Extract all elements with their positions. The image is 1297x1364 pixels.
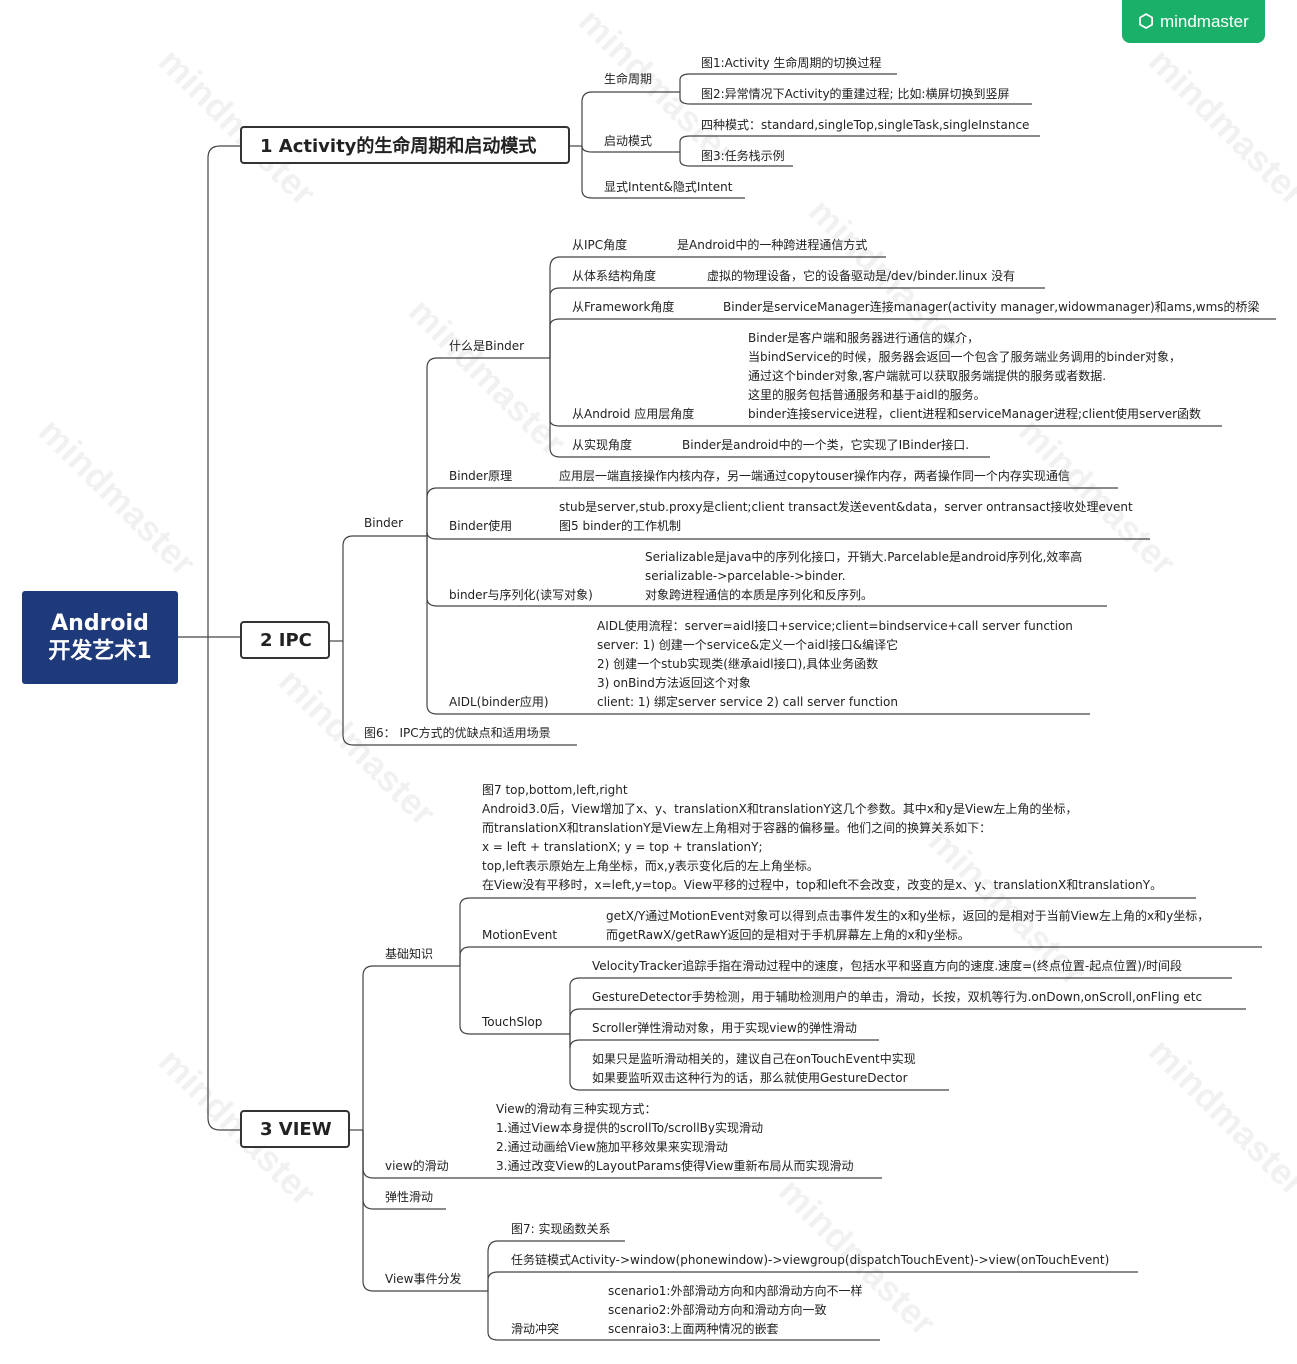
node-view-scrolling[interactable]: view的滑动 [385, 1159, 449, 1173]
node-binder[interactable]: Binder [364, 516, 404, 530]
node-scrolling-line[interactable]: 1.通过View本身提供的scrollTo/scrollBy实现滑动 [496, 1121, 763, 1135]
node-scroller[interactable]: Scroller弹性滑动对象，用于实现view的弹性滑动 [592, 1021, 857, 1035]
node-from-impl-desc[interactable]: Binder是android中的一个类，它实现了IBinder接口. [682, 438, 970, 452]
node-aidl-line[interactable]: AIDL使用流程：server=aidl接口+service;client=bi… [597, 619, 1073, 633]
root-title-line2: 开发艺术1 [48, 638, 152, 664]
mindmaster-logo: ⬡ mindmaster [1122, 0, 1265, 43]
node-serial-line[interactable]: 对象跨进程通信的本质是序列化和反序列。 [645, 588, 874, 602]
node-fig2[interactable]: 图2:异常情况下Activity的重建过程; 比如:横屏切换到竖屏 [701, 87, 1010, 101]
node-conflict-line[interactable]: scenraio3:上面两种情况的嵌套 [608, 1322, 779, 1336]
node-fig1[interactable]: 图1:Activity 生命周期的切换过程 [701, 56, 882, 70]
root-title-line1: Android [51, 610, 149, 636]
node-from-arch-desc[interactable]: 虚拟的物理设备，它的设备驱动是/dev/binder.linux 没有 [707, 269, 1016, 283]
node-from-framework-desc[interactable]: Binder是serviceManager连接manager(activity … [723, 300, 1260, 314]
node-elastic-scroll[interactable]: 弹性滑动 [385, 1190, 434, 1204]
node-basics-line[interactable]: 而translationX和translationY是View左上角相对于容器的… [482, 821, 992, 835]
node-basics-line[interactable]: top,left表示原始左上角坐标，而x,y表示变化后的左上角坐标。 [482, 859, 819, 873]
node-from-impl[interactable]: 从实现角度 [572, 438, 633, 452]
node-event-dispatch[interactable]: View事件分发 [385, 1272, 462, 1286]
node-scrolling-line[interactable]: 2.通过动画给View施加平移效果来实现滑动 [496, 1140, 728, 1154]
topic-view-title: 3 VIEW [260, 1118, 332, 1140]
node-from-app-line[interactable]: binder连接service进程，client进程和serviceManage… [748, 407, 1202, 421]
node-intent[interactable]: 显式Intent&隐式Intent [604, 180, 733, 194]
node-binder-serial[interactable]: binder与序列化(读写对象) [449, 588, 593, 602]
node-from-app-line[interactable]: Binder是客户端和服务器进行通信的媒介， [748, 331, 980, 345]
node-what-binder[interactable]: 什么是Binder [449, 339, 525, 353]
node-from-app-line[interactable]: 通过这个binder对象,客户端就可以获取服务端提供的服务或者数据. [748, 369, 1107, 383]
node-basics[interactable]: 基础知识 [385, 947, 434, 961]
node-advice-line[interactable]: 如果只是监听滑动相关的，建议自己在onTouchEvent中实现 [592, 1052, 916, 1066]
node-binder-principle[interactable]: Binder原理 [449, 469, 513, 483]
node-velocitytracker[interactable]: VelocityTracker追踪手指在滑动过程中的速度，包括水平和竖直方向的速… [592, 959, 1182, 973]
topic-ipc-title: 2 IPC [260, 629, 312, 651]
topic-activity-title: 1 Activity的生命周期和启动模式 [260, 136, 537, 157]
node-from-ipc-desc[interactable]: 是Android中的一种跨进程通信方式 [677, 238, 868, 252]
node-basics-line[interactable]: x = left + translationX; y = top + trans… [482, 840, 763, 854]
node-binder-principle-desc[interactable]: 应用层一端直接操作内核内存，另一端通过copytouser操作内存，两者操作同一… [559, 469, 1070, 483]
node-motion-line[interactable]: 而getRawX/getRawY返回的是相对于手机屏幕左上角的x和y坐标。 [606, 928, 970, 942]
root-node[interactable]: Android 开发艺术1 [22, 591, 178, 684]
node-four-modes[interactable]: 四种模式：standard,singleTop,singleTask,singl… [701, 118, 1030, 132]
node-from-framework[interactable]: 从Framework角度 [572, 300, 675, 314]
topic-view[interactable]: 3 VIEW [240, 1110, 350, 1148]
node-lifecycle[interactable]: 生命周期 [604, 72, 653, 86]
node-fig6[interactable]: 图6： IPC方式的优缺点和适用场景 [364, 726, 551, 740]
node-aidl-line[interactable]: 2) 创建一个stub实现类(继承aidl接口),具体业务函数 [597, 657, 879, 671]
mindmaster-logo-icon: ⬡ [1138, 11, 1154, 31]
node-aidl-line[interactable]: client: 1) 绑定server service 2) call serv… [597, 695, 898, 709]
node-from-ipc[interactable]: 从IPC角度 [572, 238, 628, 252]
node-scroll-conflict[interactable]: 滑动冲突 [511, 1322, 560, 1336]
node-binder-usage-line[interactable]: stub是server,stub.proxy是client;client tra… [559, 500, 1133, 514]
node-conflict-line[interactable]: scenario1:外部滑动方向和内部滑动方向不一样 [608, 1284, 863, 1298]
node-gesturedetector[interactable]: GestureDetector手势检测，用于辅助检测用户的单击，滑动，长按，双机… [592, 990, 1203, 1004]
node-conflict-line[interactable]: scenario2:外部滑动方向和滑动方向一致 [608, 1303, 827, 1317]
node-fig3[interactable]: 图3:任务栈示例 [701, 149, 785, 163]
node-advice-line[interactable]: 如果要监听双击这种行为的话，那么就使用GestureDector [592, 1071, 908, 1085]
node-basics-line[interactable]: 在View没有平移时，x=left,y=top。View平移的过程中，top和l… [482, 878, 1163, 892]
node-basics-line[interactable]: 图7 top,bottom,left,right [482, 783, 628, 797]
node-scrolling-line[interactable]: 3.通过改变View的LayoutParams使得View重新布局从而实现滑动 [496, 1159, 854, 1173]
node-from-app-line[interactable]: 当bindService的时候，服务器会返回一个包含了服务端业务调用的binde… [748, 350, 1182, 364]
node-touchslop[interactable]: TouchSlop [482, 1015, 543, 1029]
node-motionevent[interactable]: MotionEvent [482, 928, 558, 942]
node-from-app-line[interactable]: 这里的服务包括普通服务和基于aidl的服务。 [748, 388, 986, 402]
node-from-arch[interactable]: 从体系结构角度 [572, 269, 657, 283]
node-aidl-line[interactable]: server: 1) 创建一个service&定义一个aidl接口&编译它 [597, 638, 899, 652]
node-binder-usage[interactable]: Binder使用 [449, 519, 513, 533]
node-binder-usage-line[interactable]: 图5 binder的工作机制 [559, 519, 681, 533]
node-basics-line[interactable]: Android3.0后，View增加了x、y、translationX和tran… [482, 802, 1078, 816]
node-aidl[interactable]: AIDL(binder应用) [449, 695, 549, 709]
node-serial-line[interactable]: Serializable是java中的序列化接口，开销大.Parcelable是… [645, 550, 1083, 564]
node-fig7b[interactable]: 图7: 实现函数关系 [511, 1222, 611, 1236]
node-scrolling-line[interactable]: View的滑动有三种实现方式： [496, 1102, 657, 1116]
node-serial-line[interactable]: serializable->parcelable->binder. [645, 569, 846, 583]
logo-text: mindmaster [1159, 11, 1249, 31]
node-from-app[interactable]: 从Android 应用层角度 [572, 407, 695, 421]
node-motion-line[interactable]: getX/Y通过MotionEvent对象可以得到点击事件发生的x和y坐标，返回… [606, 909, 1210, 923]
node-launchmode[interactable]: 启动模式 [604, 134, 653, 148]
node-dispatch-chain[interactable]: 任务链模式Activity->window(phonewindow)->view… [511, 1253, 1110, 1267]
node-aidl-line[interactable]: 3) onBind方法返回这个对象 [597, 676, 751, 690]
topic-ipc[interactable]: 2 IPC [240, 621, 330, 659]
topic-activity[interactable]: 1 Activity的生命周期和启动模式 [240, 126, 570, 164]
